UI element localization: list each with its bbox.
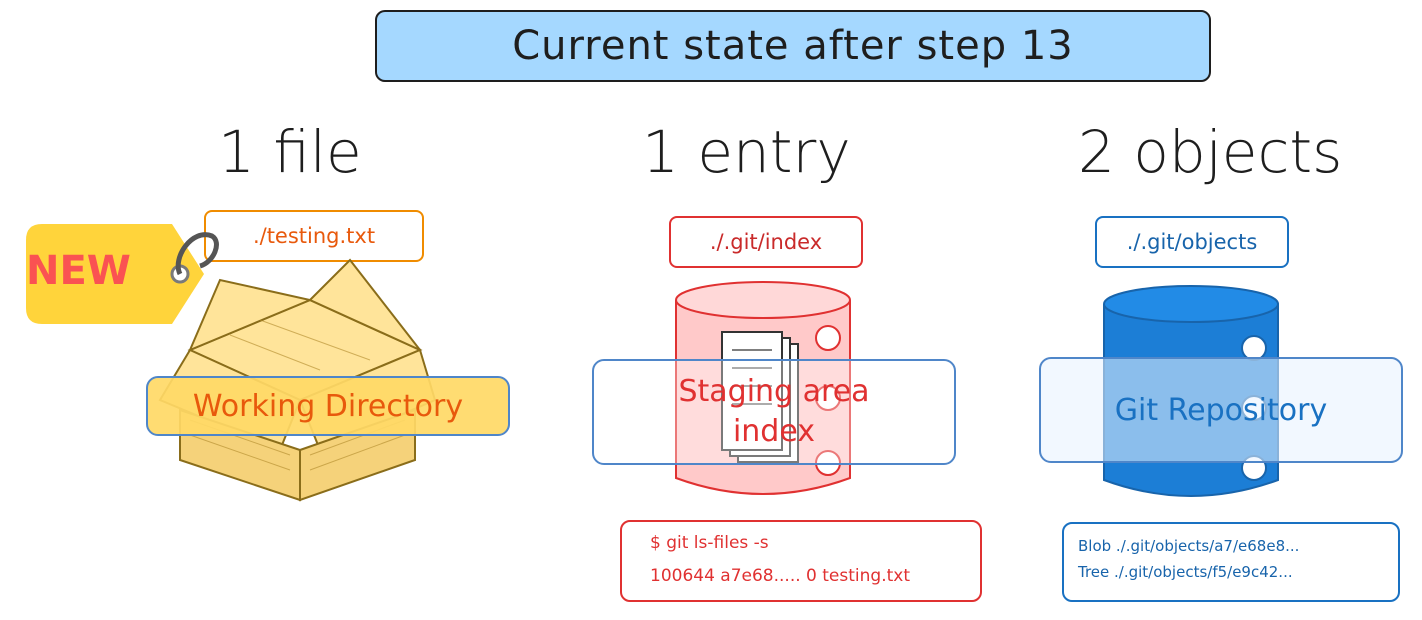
new-badge-label: NEW (26, 248, 131, 294)
staging-area-label: Staging area index (592, 359, 956, 465)
working-count: 1 file (218, 118, 362, 186)
diagram-title: Current state after step 13 (375, 10, 1211, 82)
git-repository-label: Git Repository (1039, 357, 1403, 463)
working-path: ./testing.txt (204, 210, 424, 262)
database-cylinder-with-documents-icon (675, 281, 851, 495)
staging-label-line1: Staging area (678, 373, 870, 409)
staging-count: 1 entry (642, 118, 851, 186)
staging-path: ./.git/index (669, 216, 863, 268)
staging-label-line2: index (732, 414, 816, 449)
new-tag-icon: NEW (22, 218, 219, 330)
repo-object-tree: Tree ./.git/objects/f5/e9c42... (1078, 563, 1293, 581)
staging-command: $ git ls-files -s (650, 533, 769, 553)
repo-objects-box: Blob ./.git/objects/a7/e68e8... Tree ./.… (1062, 522, 1400, 602)
staging-output: 100644 a7e68..... 0 testing.txt (650, 566, 910, 586)
repo-object-blob: Blob ./.git/objects/a7/e68e8... (1078, 537, 1300, 555)
repo-path: ./.git/objects (1095, 216, 1289, 268)
staging-command-box: $ git ls-files -s 100644 a7e68..... 0 te… (620, 520, 982, 602)
working-directory-label: Working Directory (146, 376, 510, 436)
repo-count: 2 objects (1078, 118, 1343, 186)
